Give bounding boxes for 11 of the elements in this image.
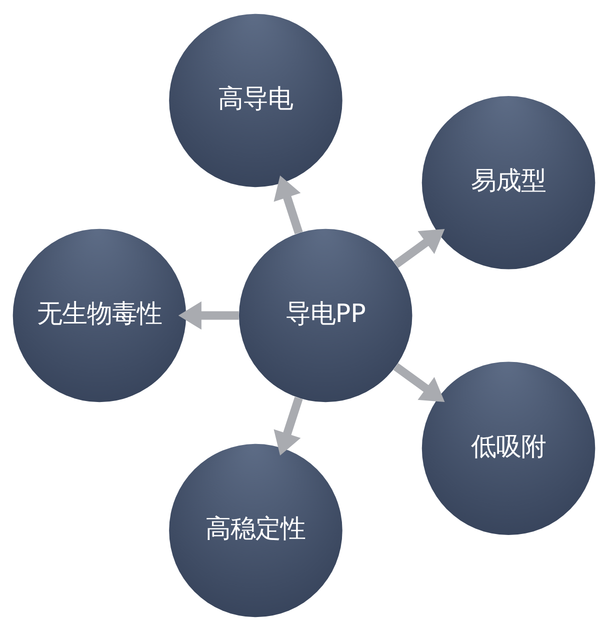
node-circle: 低吸附 [422,361,596,535]
node-circle: 高稳定性 [169,443,342,617]
arrow [393,228,445,268]
arrow [274,396,303,456]
arrow [274,174,303,234]
node-circle: 高导电 [169,13,342,187]
arrow [178,300,239,330]
arrow [393,362,445,402]
node-circle: 无生物毒性 [12,228,186,402]
node-circle: 易成型 [422,95,596,269]
node-circle: 导电PP [238,228,412,402]
